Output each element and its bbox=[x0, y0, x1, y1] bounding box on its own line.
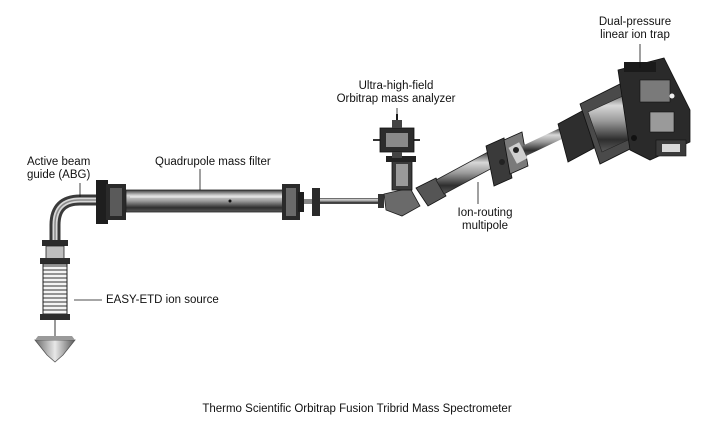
quadrupole-label-text: Quadrupole mass filter bbox=[155, 156, 271, 168]
ion-routing-multipole bbox=[415, 128, 564, 207]
figure-caption: Thermo Scientific Orbitrap Fusion Tribri… bbox=[202, 403, 512, 415]
ion-routing-label-line2: multipole bbox=[461, 220, 509, 232]
quadrupole-mass-filter bbox=[96, 180, 304, 224]
active-beam-guide bbox=[49, 194, 100, 240]
dual-pressure-linear-ion-trap bbox=[557, 57, 691, 165]
leader-lines bbox=[74, 44, 641, 301]
orbitrap-mass-analyzer bbox=[373, 114, 420, 158]
ion-trap-label-line2: linear ion trap bbox=[600, 29, 670, 41]
ion-source-label: EASY-ETD ion source bbox=[106, 294, 219, 307]
quadrupole-label: Quadrupole mass filter bbox=[155, 156, 271, 169]
transfer-lens bbox=[304, 188, 384, 216]
orbitrap-label: Ultra-high-field Orbitrap mass analyzer bbox=[326, 80, 466, 106]
ion-trap-label-line1: Dual-pressure bbox=[598, 16, 672, 28]
c-trap-junction bbox=[383, 156, 421, 217]
ion-routing-label-line1: Ion-routing bbox=[457, 207, 513, 219]
ion-routing-label: Ion-routing multipole bbox=[445, 207, 525, 233]
orbitrap-label-line2: Orbitrap mass analyzer bbox=[336, 93, 456, 105]
ion-trap-label: Dual-pressure linear ion trap bbox=[580, 16, 690, 42]
orbitrap-label-line1: Ultra-high-field bbox=[358, 80, 434, 92]
abg-label-line1: Active beam bbox=[27, 156, 91, 168]
ion-source-label-text: EASY-ETD ion source bbox=[106, 294, 219, 306]
easy-etd-ion-source bbox=[34, 238, 76, 363]
abg-label-line2: guide (ABG) bbox=[27, 169, 91, 181]
abg-label: Active beam guide (ABG) bbox=[27, 156, 90, 182]
